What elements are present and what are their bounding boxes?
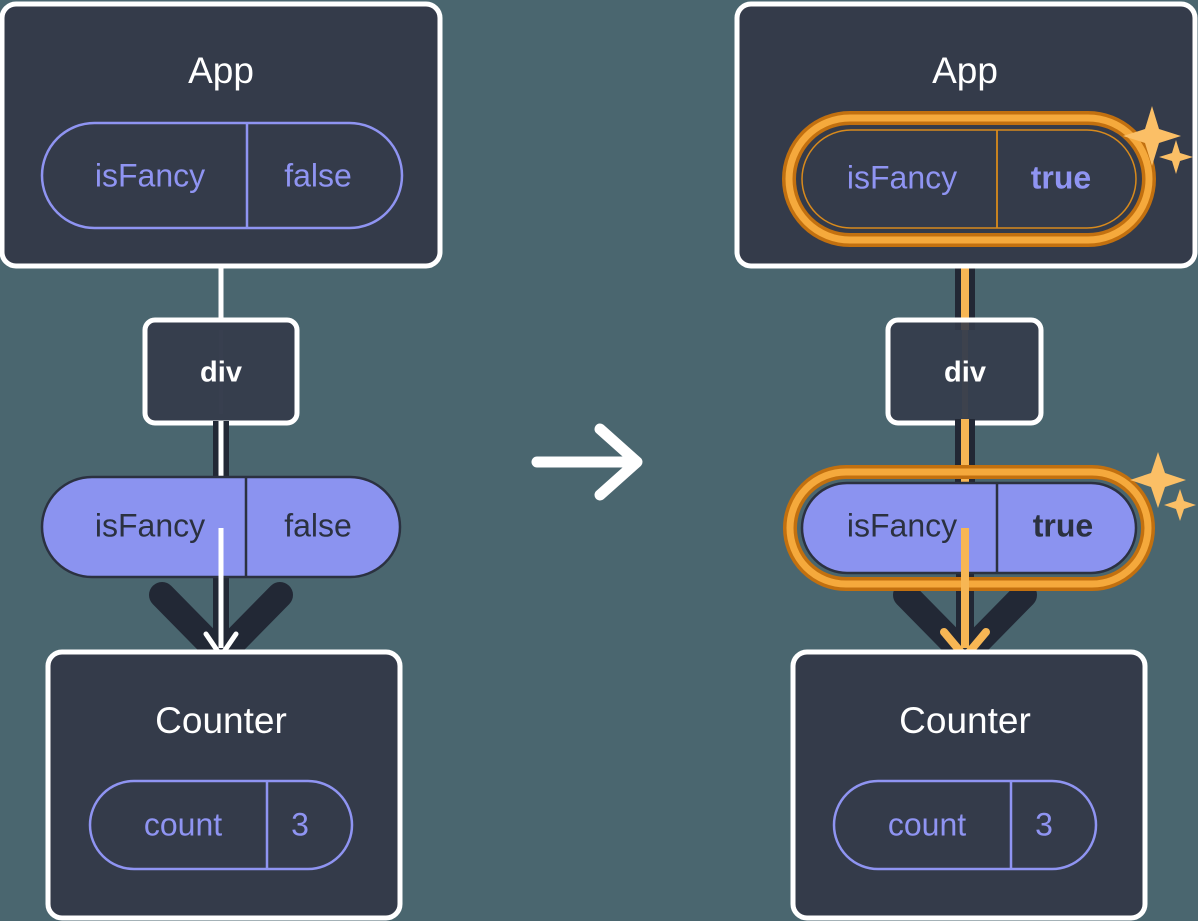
- counter-state-pill-after: [832, 779, 1098, 871]
- sparkle-icon-app-after: [1123, 106, 1193, 174]
- sparkle-icon-prop-after: [1130, 452, 1196, 521]
- app-state-pill-name-after: isFancy: [847, 159, 957, 195]
- counter-box-after: [790, 649, 1148, 921]
- app-state-pill-value-after: true: [1031, 159, 1091, 195]
- app-box-before: [0, 1, 443, 269]
- prop-pill-value-after: true: [1033, 507, 1093, 543]
- div-label-before: div: [200, 357, 242, 389]
- app-state-pill-name-before: isFancy: [95, 157, 205, 193]
- app-state-pill-before: [40, 121, 404, 230]
- counter-title-after: Counter: [899, 700, 1031, 741]
- prop-pill-value-before: false: [284, 507, 352, 543]
- counter-title-before: Counter: [155, 700, 287, 741]
- arrow-right-icon: [531, 423, 643, 501]
- counter-state-pill-value-before: 3: [291, 806, 309, 842]
- counter-state-pill-before: [88, 779, 354, 871]
- div-label-after: div: [944, 357, 986, 389]
- counter-state-pill-value-after: 3: [1035, 806, 1053, 842]
- app-state-pill-after: [801, 129, 1137, 229]
- app-title-after: App: [932, 50, 998, 91]
- app-title-before: App: [188, 50, 254, 91]
- prop-pill-name-before: isFancy: [95, 507, 205, 543]
- counter-state-pill-name-before: count: [144, 806, 222, 842]
- counter-state-pill-name-after: count: [888, 806, 966, 842]
- app-state-pill-value-before: false: [284, 157, 352, 193]
- counter-box-before: [45, 649, 403, 921]
- app-state-pill-highlight-ring-inner-after: [785, 114, 1153, 244]
- prop-pill-name-after: isFancy: [847, 507, 957, 543]
